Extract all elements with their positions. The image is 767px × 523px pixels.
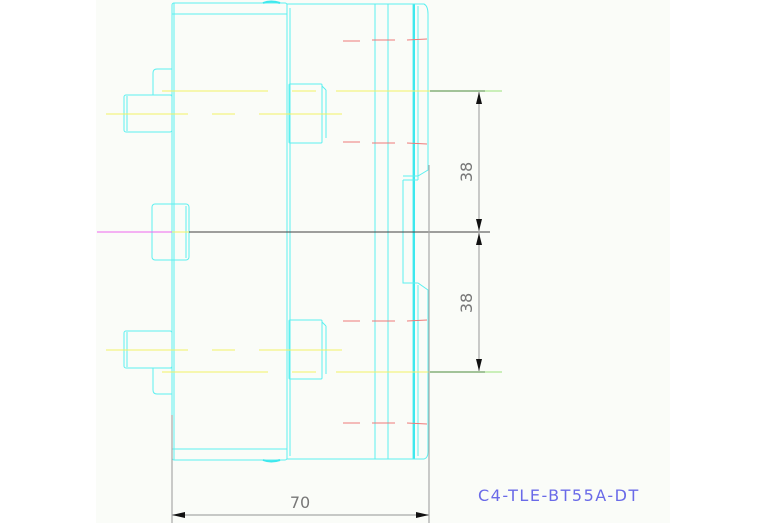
extension-lines — [171, 90, 502, 523]
upper-dimension-label: 38 — [457, 162, 476, 182]
part-number-label: C4-TLE-BT55A-DT — [478, 486, 640, 505]
drawing-canvas — [96, 0, 670, 523]
lower-dimension-label: 38 — [457, 293, 476, 313]
hidden-lines — [343, 38, 428, 425]
vertical-dimension — [476, 92, 482, 371]
length-dimension-label: 70 — [290, 493, 310, 512]
lower-boss — [123, 319, 327, 395]
horizontal-dimension — [172, 512, 429, 518]
upper-boss — [123, 68, 327, 144]
centerlines — [97, 90, 490, 373]
